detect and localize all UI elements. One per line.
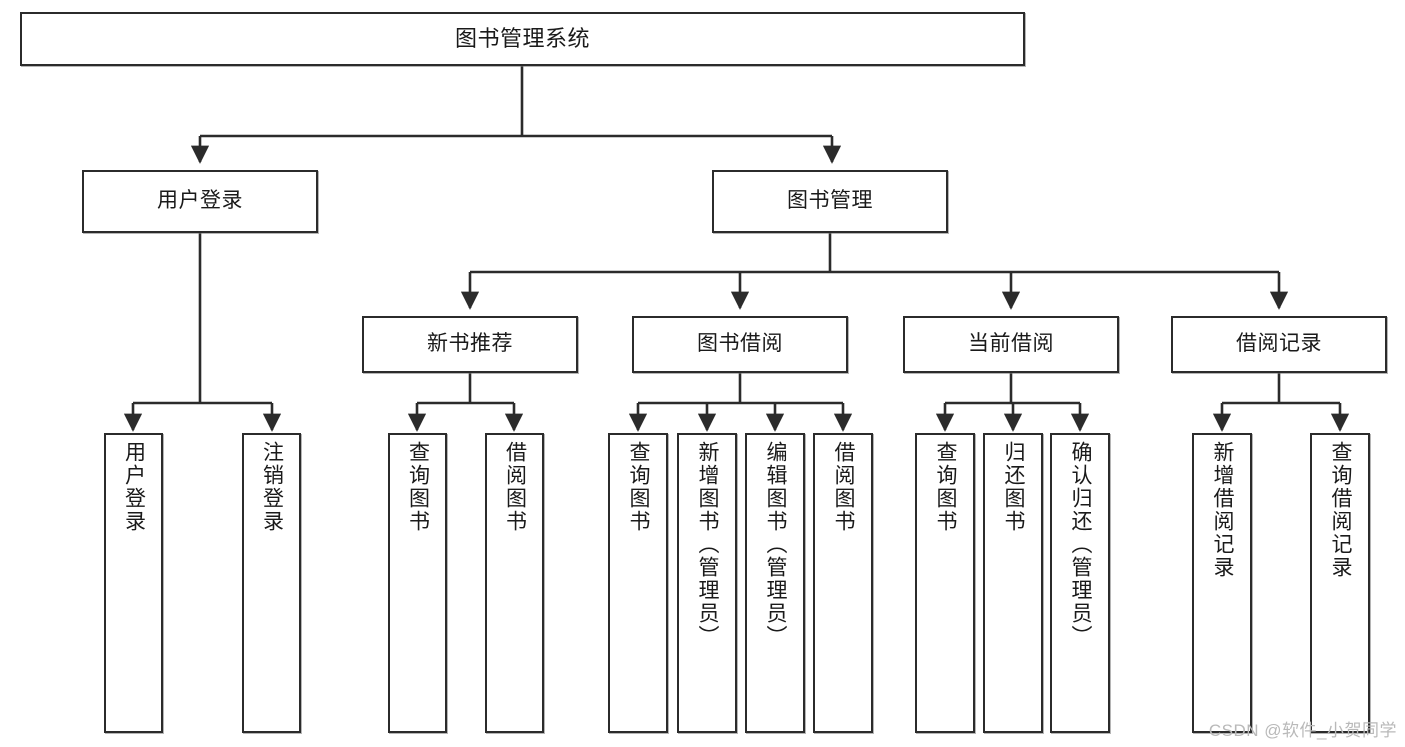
node-borrow-record[interactable]: 借阅记录 xyxy=(1171,316,1387,373)
node-leaf-query-book-1[interactable]: 查询图书 xyxy=(388,433,447,733)
node-leaf-borrow-book-1-label: 借阅图书 xyxy=(503,441,527,533)
node-leaf-edit-book-label: 编辑图书（管理员） xyxy=(764,441,788,648)
node-leaf-query-book-3[interactable]: 查询图书 xyxy=(915,433,975,733)
node-leaf-query-book-2[interactable]: 查询图书 xyxy=(608,433,668,733)
node-book-manage[interactable]: 图书管理 xyxy=(712,170,948,233)
node-leaf-query-record-label: 查询借阅记录 xyxy=(1329,441,1353,579)
node-leaf-confirm-return-label: 确认归还（管理员） xyxy=(1069,441,1093,648)
node-leaf-query-book-1-label: 查询图书 xyxy=(406,441,430,533)
node-leaf-query-book-3-label: 查询图书 xyxy=(934,441,958,533)
node-leaf-query-book-2-label: 查询图书 xyxy=(627,441,651,533)
node-user-login-label: 用户登录 xyxy=(157,189,243,213)
node-leaf-add-book-label: 新增图书（管理员） xyxy=(696,441,720,648)
node-leaf-confirm-return[interactable]: 确认归还（管理员） xyxy=(1050,433,1110,733)
node-leaf-return-book[interactable]: 归还图书 xyxy=(983,433,1043,733)
node-current-borrow[interactable]: 当前借阅 xyxy=(903,316,1119,373)
node-leaf-logout-login[interactable]: 注销登录 xyxy=(242,433,301,733)
node-leaf-query-record[interactable]: 查询借阅记录 xyxy=(1310,433,1370,733)
node-current-borrow-label: 当前借阅 xyxy=(968,332,1054,356)
node-user-login[interactable]: 用户登录 xyxy=(82,170,318,233)
node-leaf-borrow-book-1[interactable]: 借阅图书 xyxy=(485,433,544,733)
node-leaf-add-record[interactable]: 新增借阅记录 xyxy=(1192,433,1252,733)
node-leaf-logout-login-label: 注销登录 xyxy=(260,441,284,533)
csdn-watermark: CSDN @软件_小贺同学 xyxy=(1208,721,1397,740)
node-new-book-recommend[interactable]: 新书推荐 xyxy=(362,316,578,373)
node-book-manage-label: 图书管理 xyxy=(787,189,873,213)
node-root-label: 图书管理系统 xyxy=(454,26,590,52)
node-root[interactable]: 图书管理系统 xyxy=(20,12,1025,66)
node-leaf-edit-book[interactable]: 编辑图书（管理员） xyxy=(745,433,805,733)
node-leaf-borrow-book-2-label: 借阅图书 xyxy=(832,441,856,533)
node-leaf-user-login[interactable]: 用户登录 xyxy=(104,433,163,733)
node-new-book-recommend-label: 新书推荐 xyxy=(427,332,513,356)
node-leaf-user-login-label: 用户登录 xyxy=(122,441,146,533)
node-leaf-add-book[interactable]: 新增图书（管理员） xyxy=(677,433,737,733)
node-leaf-borrow-book-2[interactable]: 借阅图书 xyxy=(813,433,873,733)
node-leaf-add-record-label: 新增借阅记录 xyxy=(1211,441,1235,579)
node-book-borrow-label: 图书借阅 xyxy=(697,332,783,356)
node-book-borrow[interactable]: 图书借阅 xyxy=(632,316,848,373)
node-borrow-record-label: 借阅记录 xyxy=(1236,332,1322,356)
node-leaf-return-book-label: 归还图书 xyxy=(1002,441,1026,533)
